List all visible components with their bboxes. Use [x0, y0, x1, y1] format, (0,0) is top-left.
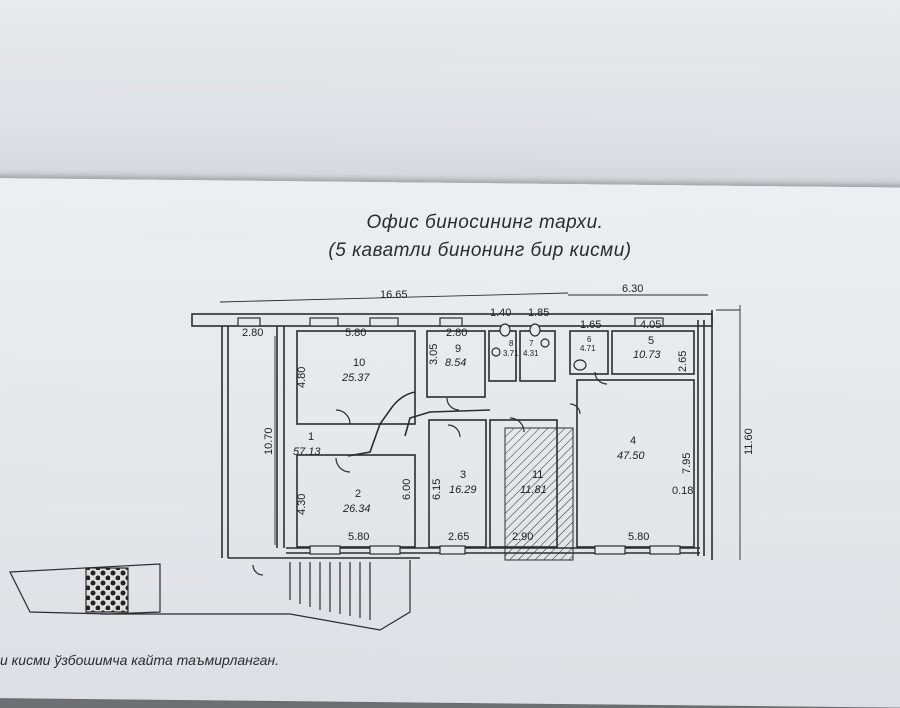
- room-8-area: 3.71: [503, 349, 519, 358]
- dim-total-width: 16.65: [380, 289, 408, 301]
- room-6-area: 4.71: [580, 344, 596, 353]
- dim-left-room-width: 2.80: [242, 327, 263, 339]
- footer-note: и кисми ўзбошимча кайта таъмирланган.: [0, 652, 280, 668]
- dim-room10-width: 5.80: [345, 327, 366, 339]
- room-4-area: 47.50: [617, 450, 645, 462]
- room-3-area: 16.29: [449, 484, 477, 496]
- room-8-number: 8: [509, 339, 514, 348]
- room-5-area: 10.73: [633, 349, 661, 361]
- plan-subtitle: (5 каватли бинонинг бир кисми): [328, 240, 632, 261]
- room-3-number: 3: [460, 469, 466, 481]
- room-2-area: 26.34: [342, 503, 371, 515]
- dim-room2-height-right: 6.00: [401, 479, 413, 500]
- room-11-number: 11: [532, 469, 543, 481]
- toilet-fixtures: [491, 323, 587, 371]
- room-6-number: 6: [587, 335, 592, 344]
- dim-room6-width: 1.65: [580, 319, 601, 331]
- entrance-stairs: [9, 560, 411, 631]
- windows: [237, 317, 681, 555]
- floor-plan: 16.65 6.30 2.80 5.80 2.80 1.40 1.85 1.65…: [9, 283, 755, 631]
- room-2-number: 2: [355, 488, 361, 500]
- dimension-labels: 16.65 6.30 2.80 5.80 2.80 1.40 1.85 1.65…: [242, 283, 755, 543]
- dim-room11-width: 2.90: [512, 531, 533, 543]
- room-7-area: 4.31: [523, 349, 539, 358]
- room-10-area: 25.37: [341, 372, 370, 384]
- plan-title: Офис биносининг тархи.: [366, 212, 604, 233]
- dim-left-height: 10.70: [263, 427, 275, 455]
- dim-room4-width: 5.80: [628, 531, 649, 543]
- hatched-area: [504, 427, 574, 561]
- dim-wc7-width: 1.85: [528, 307, 549, 319]
- room-10-number: 10: [353, 357, 365, 369]
- dim-room3-width: 2.65: [448, 531, 469, 543]
- dim-right-height: 11.60: [743, 428, 755, 455]
- dim-room5-width: 4.05: [640, 319, 661, 331]
- room-9-area: 8.54: [445, 357, 466, 369]
- dim-room4-height: 7.95: [681, 453, 693, 474]
- dimension-lines: [219, 292, 741, 560]
- room-1-area: 57.13: [293, 446, 321, 458]
- room-1-number: 1: [308, 431, 314, 443]
- dim-room5-height: 2.65: [677, 351, 689, 372]
- dim-room10-height: 4.80: [296, 367, 308, 388]
- room-7-number: 7: [529, 339, 534, 348]
- room-11-area: 11.81: [520, 484, 547, 496]
- room-4-number: 4: [630, 435, 636, 447]
- dim-room4-wall: 0.18: [672, 485, 693, 497]
- dim-room9-height: 3.05: [428, 344, 440, 365]
- dim-room2-width: 5.80: [348, 531, 369, 543]
- dim-wc8-width: 1.40: [490, 307, 511, 319]
- dim-room9-width: 2.80: [446, 327, 467, 339]
- dim-room3-height: 6.15: [431, 479, 443, 500]
- room-labels: 10 25.37 9 8.54 8 3.71 7 4.31 6 4.71 5 1…: [293, 335, 661, 515]
- room-5-number: 5: [648, 335, 654, 347]
- doors: [252, 371, 608, 576]
- dim-right-width: 6.30: [622, 283, 643, 295]
- room-9-number: 9: [455, 343, 461, 355]
- dim-room2-height: 4.30: [296, 494, 308, 515]
